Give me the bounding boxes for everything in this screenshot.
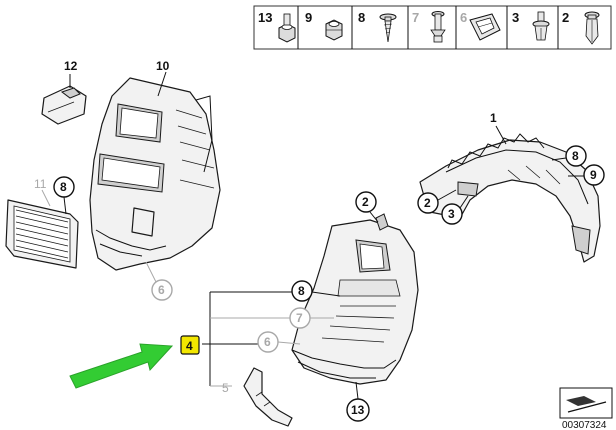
callout-6-mid: 6 [257,331,279,353]
pin-icon [430,11,446,43]
strip-item-13-label: 13 [258,10,272,25]
strip-item-9-label: 9 [305,10,312,25]
svg-text:6: 6 [264,335,271,349]
doc-badge-symbol-icon [566,396,596,406]
callout-11: 11 [34,177,47,191]
strip-item-2-label: 2 [562,10,569,25]
part-1-wheel-arch-liner[interactable]: 1 [419,111,601,263]
callout-9-right: 9 [568,164,605,186]
callout-bracket-4 [202,291,341,387]
callout-8-right: 8 [551,145,587,167]
clip-icon [469,13,501,41]
nut-icon [325,19,343,41]
callout-10: 10 [156,59,170,73]
expanding-rivet-icon [584,11,600,45]
part-12-cover[interactable]: 12 [41,59,87,125]
strip-item-9[interactable]: 9 [305,10,343,41]
strip-item-3-label: 3 [512,10,519,25]
strip-item-13[interactable]: 13 [258,10,296,43]
nut-icon [278,13,296,43]
part-10-housing-rear[interactable]: 10 [89,59,221,271]
callout-8-left: 8 [53,176,75,215]
svg-text:2: 2 [362,195,369,209]
svg-text:6: 6 [158,283,165,297]
callout-3-right: 3 [441,195,469,225]
svg-text:8: 8 [572,149,579,163]
callout-12: 12 [64,59,78,73]
svg-text:8: 8 [298,284,305,298]
callout-13-bottom: 13 [346,381,370,422]
svg-text:2: 2 [424,196,431,210]
callout-6-left: 6 [145,261,173,301]
pointer-arrow [69,343,174,389]
callout-8-mid: 8 [291,280,313,302]
strip-item-8[interactable]: 8 [358,10,397,43]
strip-item-3[interactable]: 3 [512,10,550,41]
doc-id: 00307324 [562,420,607,430]
doc-badge: 00307324 [559,387,613,430]
callout-2-right: 2 [417,189,457,214]
part-5-bracket[interactable]: 5 [222,367,293,427]
svg-text:9: 9 [590,168,597,182]
strip-item-7-label: 7 [412,10,419,25]
rivet-icon [532,11,550,41]
strip-item-7[interactable]: 7 [412,10,446,43]
strip-item-6[interactable]: 6 [460,10,501,41]
callout-4: 4 [186,339,193,353]
svg-text:13: 13 [351,403,365,417]
part-4-front-liner[interactable] [291,213,419,385]
callout-5: 5 [222,381,229,395]
strip-item-6-label: 6 [460,10,467,25]
callout-2-mid: 2 [355,191,379,223]
screw-icon [379,13,397,43]
svg-text:7: 7 [296,311,303,325]
part-11-grille[interactable]: 11 [5,177,79,269]
svg-text:8: 8 [60,180,67,194]
callout-4-highlight[interactable]: 4 [180,335,200,355]
callout-1: 1 [490,111,497,125]
svg-text:3: 3 [448,207,455,221]
strip-item-8-label: 8 [358,10,365,25]
hardware-strip: 13 9 8 [253,5,612,50]
callout-7-mid: 7 [289,307,311,329]
strip-item-2[interactable]: 2 [562,10,600,45]
highlight-box [180,335,200,355]
